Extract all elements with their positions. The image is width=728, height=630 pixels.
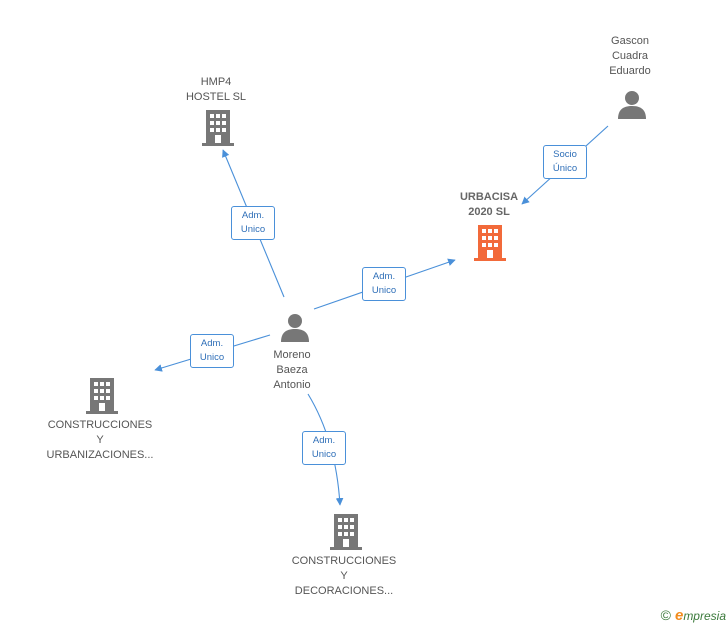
node-label-gascon[interactable]: Gascon Cuadra Eduardo: [609, 35, 651, 77]
edge-label-adm-unico-urbanizaciones: Adm. Unico: [190, 334, 234, 368]
edges: [154, 125, 609, 506]
brand-name: mpresia: [683, 609, 726, 623]
building-icon[interactable]: [330, 514, 362, 550]
building-icon[interactable]: [86, 378, 118, 414]
edge-label-adm-unico-decoraciones: Adm. Unico: [302, 431, 346, 465]
building-icon[interactable]: [474, 225, 506, 261]
edge-label-line1: Adm.: [200, 338, 224, 349]
building-icon[interactable]: [202, 110, 234, 146]
node-label-construcciones-decoraciones[interactable]: CONSTRUCCIONES Y DECORACIONES...: [291, 555, 397, 597]
edge-label-line2: Unico: [240, 224, 266, 235]
node-label-urbacisa[interactable]: URBACISA 2020 SL: [459, 191, 519, 218]
empresia-watermark: ©empresia: [661, 607, 726, 624]
edge-label-line2: Unico: [311, 449, 337, 460]
edge-label-line2: Único: [552, 163, 578, 174]
edge-label-socio-unico: Socio Único: [543, 145, 587, 179]
edge-label-adm-unico-urbacisa: Adm. Unico: [362, 267, 406, 301]
person-icon[interactable]: [281, 314, 309, 342]
node-label-construcciones-urbanizaciones[interactable]: CONSTRUCCIONES Y URBANIZACIONES...: [46, 419, 154, 461]
node-label-moreno[interactable]: Moreno Baeza Antonio: [273, 349, 311, 391]
node-label-hmp4[interactable]: HMP4 HOSTEL SL: [185, 76, 247, 103]
brand-initial: e: [674, 607, 684, 624]
edge-label-adm-unico-hmp4: Adm. Unico: [231, 206, 275, 240]
edge-label-line2: Unico: [371, 285, 397, 296]
edge-label-line1: Socio: [553, 149, 577, 160]
copyright-symbol: ©: [660, 607, 671, 623]
person-icon[interactable]: [618, 91, 646, 119]
edge-label-line1: Adm.: [372, 271, 396, 282]
edge-label-line2: Unico: [199, 352, 225, 363]
edge-label-line1: Adm.: [312, 435, 336, 446]
edge-label-line1: Adm.: [241, 210, 265, 221]
